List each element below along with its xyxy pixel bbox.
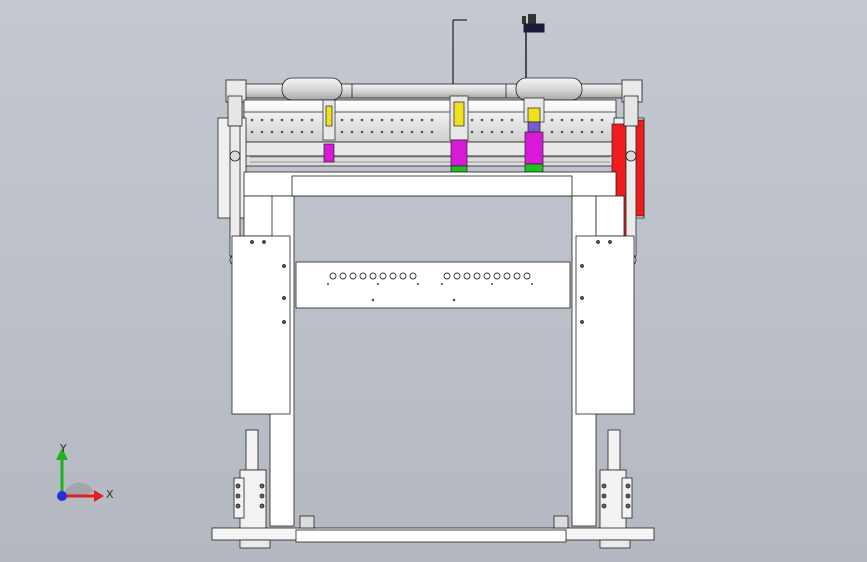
rail-hole-row-bottom xyxy=(250,130,604,134)
rack-teeth xyxy=(250,156,610,163)
y-axis-label: Y xyxy=(60,442,67,455)
upper-rail-assembly xyxy=(217,99,645,219)
left-side-plate xyxy=(231,235,291,415)
right-side-plate xyxy=(575,235,635,415)
lower-cylinder-left xyxy=(233,429,267,531)
middle-connector-panel xyxy=(295,261,571,309)
triad-plane xyxy=(64,482,94,496)
triad-axes xyxy=(56,448,104,502)
lower-cylinder-right xyxy=(599,429,633,531)
top-mast-left xyxy=(452,19,467,92)
carriage-head-left xyxy=(322,99,336,163)
z-axis-dot xyxy=(57,491,67,501)
top-crossbeam xyxy=(243,171,617,197)
carriage-head-center xyxy=(449,95,469,173)
top-roller-tube xyxy=(225,77,643,103)
y-axis-arrowhead xyxy=(56,448,68,460)
side-cylinder-left xyxy=(227,95,243,266)
x-axis-arrowhead xyxy=(94,490,104,502)
base-plate xyxy=(211,515,655,549)
coordinate-triad: Y X xyxy=(40,438,130,518)
x-axis-label: X xyxy=(106,488,114,501)
rail-hole-row-top xyxy=(250,118,604,122)
carriage-head-right xyxy=(523,97,545,173)
